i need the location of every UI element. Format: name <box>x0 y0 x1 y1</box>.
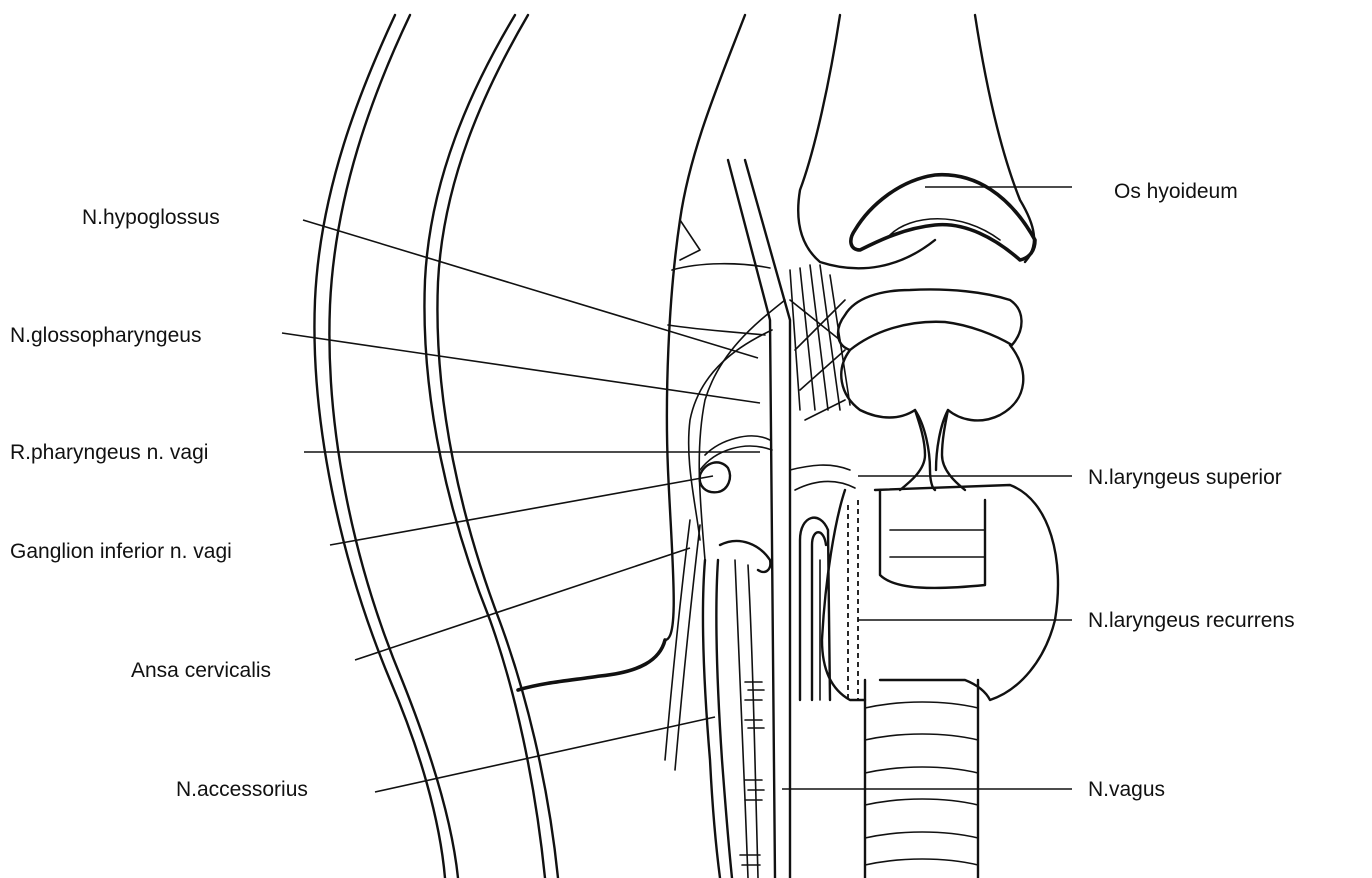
label-ansa-cervicalis: Ansa cervicalis <box>131 659 271 683</box>
leader-hypoglossus <box>303 220 758 358</box>
larynx <box>798 15 1058 878</box>
label-hypoglossus: N.hypoglossus <box>82 206 220 230</box>
label-laryngeus-recurrens: N.laryngeus recurrens <box>1088 609 1295 633</box>
leader-glossopharyngeus <box>282 333 760 403</box>
nerve-bundle <box>665 160 858 878</box>
leader-lines <box>282 187 1072 792</box>
neck-outline <box>314 15 665 878</box>
label-glossopharyngeus: N.glossopharyngeus <box>10 324 201 348</box>
leader-ansa-cervicalis <box>355 548 690 660</box>
label-accessorius: N.accessorius <box>176 778 308 802</box>
label-vagus: N.vagus <box>1088 778 1165 802</box>
leader-accessorius <box>375 717 715 792</box>
label-pharyngeus-vagi: R.pharyngeus n. vagi <box>10 441 208 465</box>
leader-ganglion-inferior <box>330 476 713 545</box>
label-ganglion-inferior: Ganglion inferior n. vagi <box>10 540 232 564</box>
label-os-hyoideum: Os hyoideum <box>1114 180 1238 204</box>
label-laryngeus-superior: N.laryngeus superior <box>1088 466 1282 490</box>
